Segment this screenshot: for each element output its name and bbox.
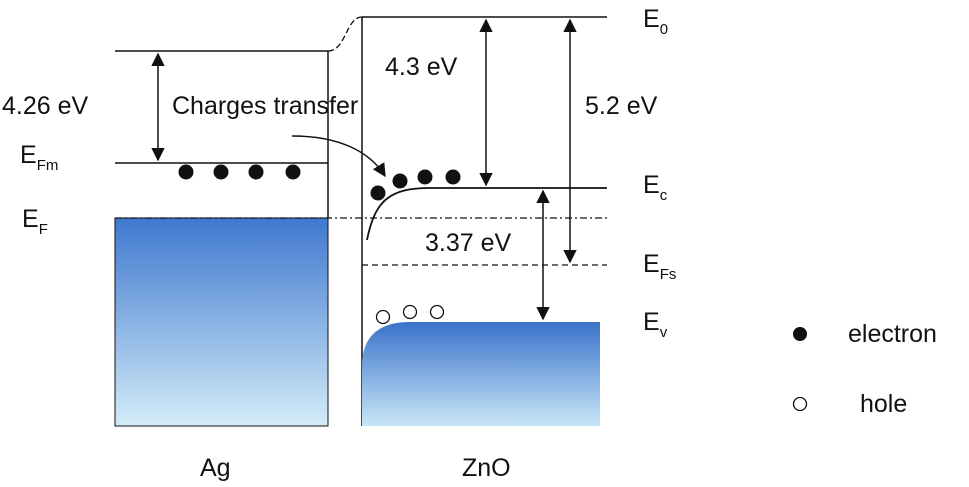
e0-label: E0 (643, 5, 668, 38)
zno-electron (392, 173, 408, 189)
charges-transfer-label: Charges transfer (172, 92, 358, 120)
ef-label: EF (22, 205, 48, 238)
legend-hole-label: hole (860, 390, 907, 418)
efs-label: EFs (643, 250, 676, 283)
zno-electron (445, 169, 461, 185)
ag-electron (248, 164, 264, 180)
vacuum-level-bridge (327, 16, 363, 52)
zno-conduction-band-ec (366, 187, 607, 241)
zno-electron (370, 185, 386, 201)
zno-hole (375, 309, 391, 325)
ec-label: Ec (643, 171, 668, 204)
ev-label: Ev (643, 308, 668, 341)
charge-transfer-arrow (291, 135, 386, 178)
legend-electron-marker (793, 327, 807, 341)
ag-work-function-label: 4.26 eV (2, 92, 89, 120)
legend-hole-marker (792, 396, 808, 412)
legend-electron-label: electron (848, 320, 937, 348)
zno-work-function-label: 5.2 eV (585, 92, 658, 120)
ag-filled-band (114, 217, 329, 427)
electron-affinity-label: 4.3 eV (385, 53, 458, 81)
ag-electron (285, 164, 301, 180)
zno-electron (417, 169, 433, 185)
efm-label: EFm (20, 141, 58, 174)
zno-hole (429, 304, 445, 320)
zno-valence-band (362, 322, 600, 426)
ag-electron (213, 164, 229, 180)
zno-label: ZnO (462, 454, 511, 482)
ag-electron (178, 164, 194, 180)
ag-label: Ag (200, 454, 231, 482)
zno-hole (402, 304, 418, 320)
band-gap-label: 3.37 eV (425, 229, 512, 257)
